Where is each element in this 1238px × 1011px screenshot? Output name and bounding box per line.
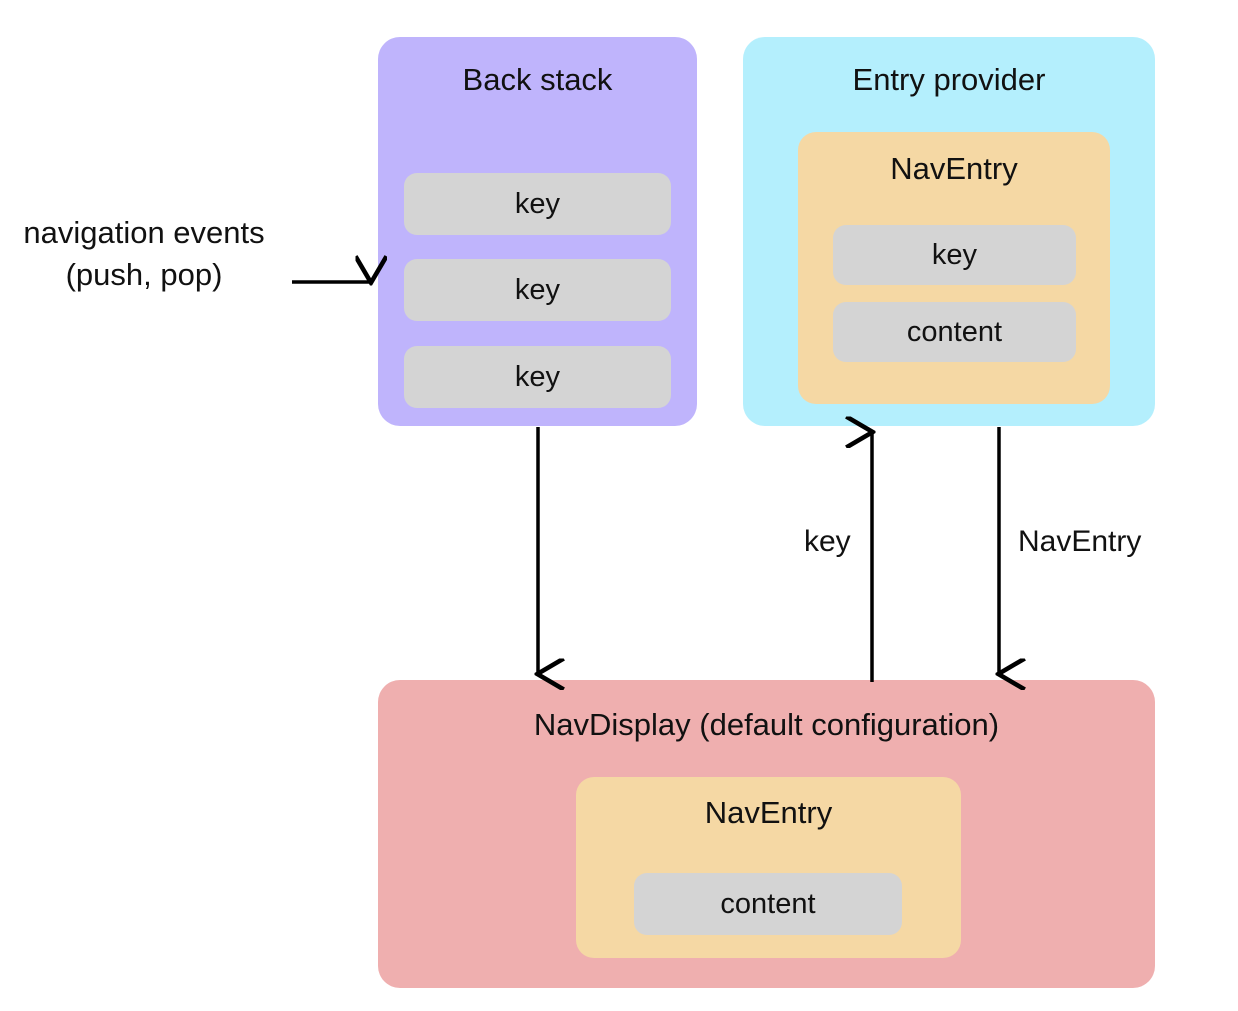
back-stack-key-chip: key [404, 259, 671, 321]
edge-label-key: key [804, 525, 851, 558]
nav-display-container: NavDisplay (default configuration) NavEn… [378, 680, 1155, 988]
navigation-events-label-line1: navigation events [23, 215, 265, 250]
entry-provider-nav-entry-title: NavEntry [890, 151, 1018, 186]
back-stack-container: Back stack key key key [378, 37, 697, 426]
nav-display-title: NavDisplay (default configuration) [533, 707, 1000, 742]
entry-provider-content-chip: content [833, 302, 1076, 362]
entry-provider-title: Entry provider [852, 62, 1046, 97]
navigation-events-label: navigation events (push, pop) [8, 212, 280, 296]
entry-provider-nav-entry-container: NavEntry key content [798, 132, 1110, 404]
entry-provider-key-chip: key [833, 225, 1076, 285]
back-stack-key-chip: key [404, 346, 671, 408]
back-stack-key-chip: key [404, 173, 671, 235]
back-stack-title: Back stack [462, 62, 613, 97]
edge-label-naventry: NavEntry [1018, 525, 1142, 558]
navigation-events-label-line2: (push, pop) [65, 256, 223, 292]
entry-provider-container: Entry provider NavEntry key content [743, 37, 1155, 426]
nav-display-nav-entry-title: NavEntry [704, 795, 833, 830]
nav-display-nav-entry-container: NavEntry content [576, 777, 961, 958]
nav-display-content-chip: content [634, 873, 902, 935]
